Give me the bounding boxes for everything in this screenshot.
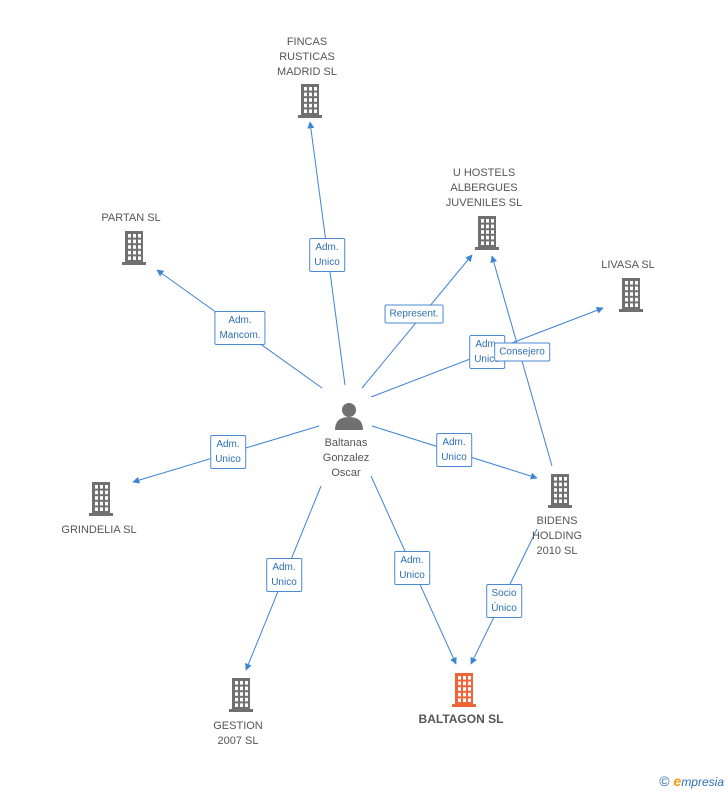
company-label-fincas[interactable]: FINCAS RUSTICAS MADRID SL bbox=[277, 36, 337, 78]
brand-name: mpresia bbox=[681, 775, 724, 789]
relation-label-person-uhostels: Represent. bbox=[384, 304, 444, 324]
building-icon-gestion[interactable] bbox=[229, 678, 253, 712]
building-icon-baltagon[interactable] bbox=[452, 673, 476, 707]
relation-label-person-fincas: Adm. Unico bbox=[309, 238, 345, 272]
person-icon[interactable] bbox=[335, 403, 363, 430]
building-icon-uhostels[interactable] bbox=[475, 216, 499, 250]
company-label-uhostels[interactable]: U HOSTELS ALBERGUES JUVENILES SL bbox=[445, 167, 523, 209]
relation-label-bidens-baltagon: Socio Único bbox=[486, 584, 522, 618]
relation-label-bidens-uhostels: Consejero bbox=[494, 342, 550, 362]
building-icon-partan[interactable] bbox=[122, 231, 146, 265]
footer-credit: ©empresia bbox=[659, 773, 724, 789]
relation-label-person-bidens: Adm. Unico bbox=[436, 433, 472, 467]
brand-initial: e bbox=[673, 773, 682, 789]
person-name-label[interactable]: Baltanas Gonzalez Oscar bbox=[322, 437, 370, 479]
relation-label-person-gestion: Adm. Unico bbox=[266, 558, 302, 592]
company-label-bidens[interactable]: BIDENS HOLDING 2010 SL bbox=[531, 515, 583, 557]
relation-label-person-grindelia: Adm. Unico bbox=[210, 435, 246, 469]
company-label-gestion[interactable]: GESTION 2007 SL bbox=[213, 720, 263, 747]
company-label-baltagon[interactable]: BALTAGON SL bbox=[418, 712, 504, 726]
company-label-grindelia[interactable]: GRINDELIA SL bbox=[61, 524, 137, 536]
relation-label-person-partan: Adm. Mancom. bbox=[214, 311, 266, 345]
building-icon-grindelia[interactable] bbox=[89, 482, 113, 516]
building-icon-bidens[interactable] bbox=[548, 474, 572, 508]
company-label-partan[interactable]: PARTAN SL bbox=[101, 212, 161, 224]
company-label-livasa[interactable]: LIVASA SL bbox=[601, 259, 655, 271]
relation-label-person-baltagon: Adm. Unico bbox=[394, 551, 430, 585]
copyright-icon: © bbox=[659, 773, 670, 789]
building-icon-fincas[interactable] bbox=[298, 84, 322, 118]
building-icon-livasa[interactable] bbox=[619, 278, 643, 312]
